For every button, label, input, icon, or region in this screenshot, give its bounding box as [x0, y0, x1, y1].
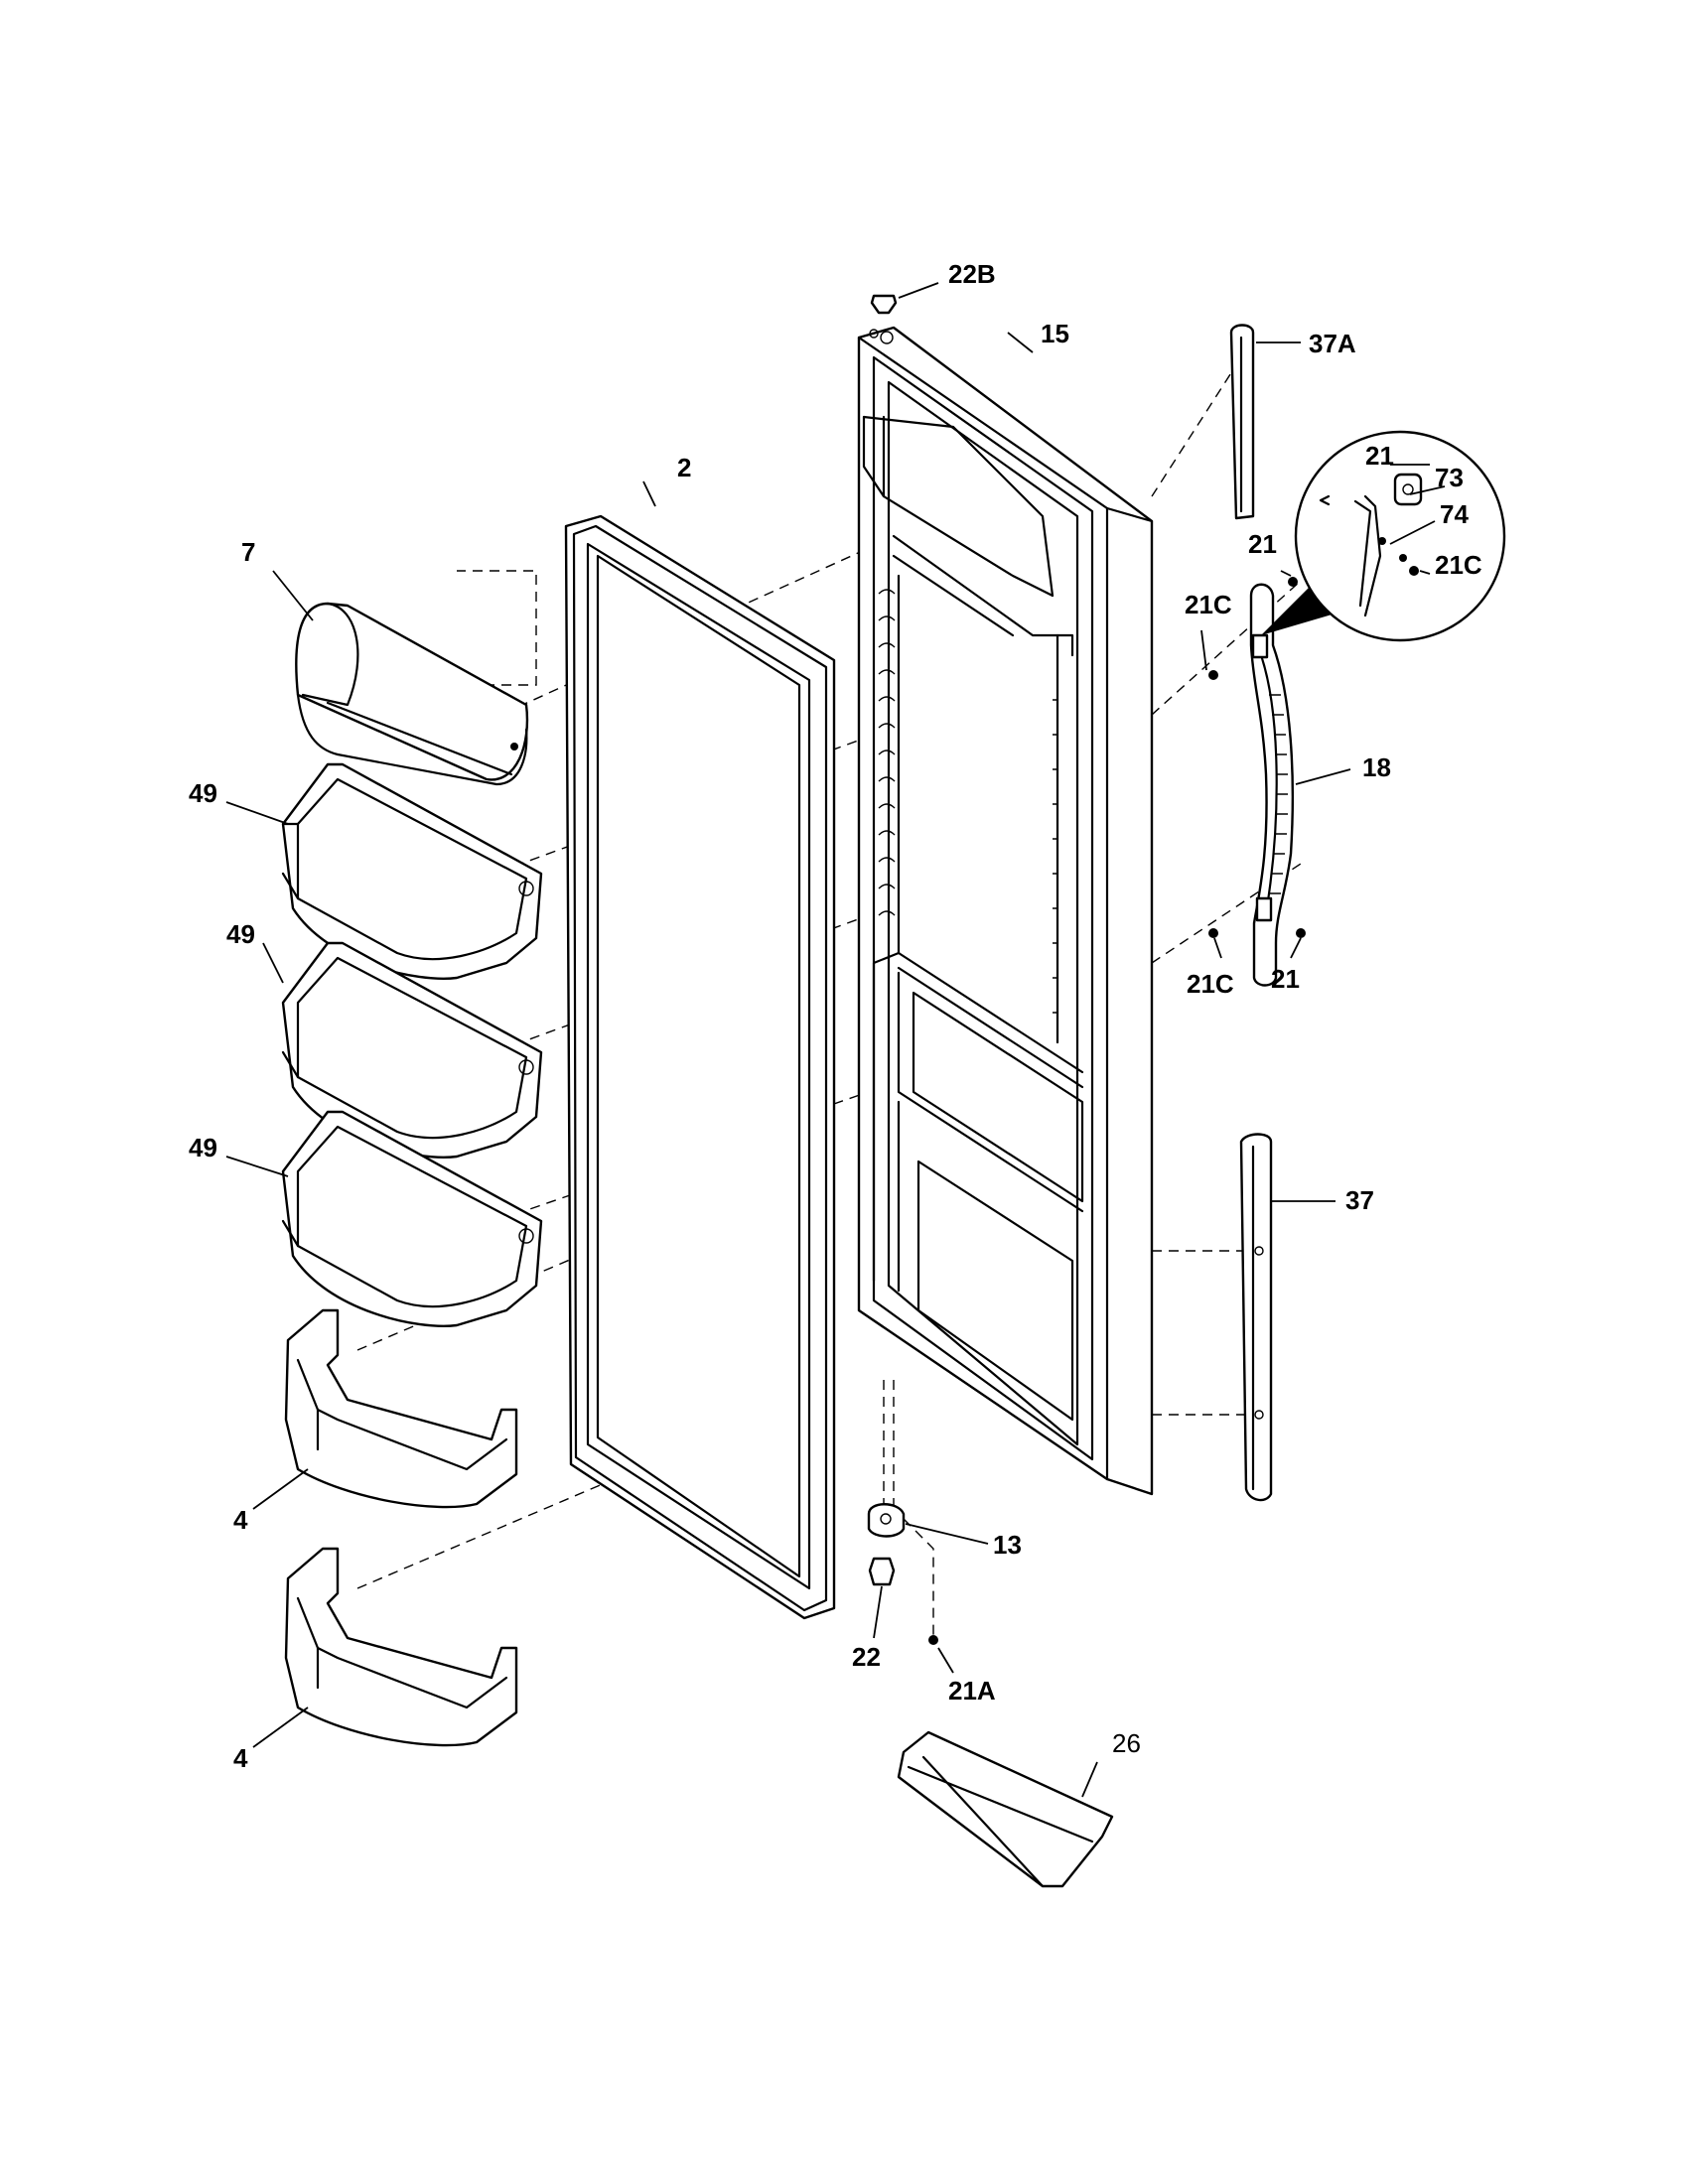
label-37a: 37A	[1309, 329, 1356, 358]
label-26: 26	[1112, 1728, 1141, 1758]
dairy-door-cover-7	[295, 602, 529, 786]
door-bin-49-bottom	[281, 1110, 543, 1327]
label-21c-lower: 21C	[1187, 969, 1234, 999]
bushing-22	[868, 1557, 896, 1586]
label-21c-upper: 21C	[1185, 590, 1232, 619]
upper-handle-trim-37a	[1229, 324, 1255, 520]
label-4-b: 4	[233, 1743, 248, 1773]
butter-tray-26	[897, 1730, 1114, 1888]
detail-inset-hinge	[1261, 430, 1506, 642]
label-21-lower: 21	[1271, 964, 1300, 994]
door-bin-4-lower	[284, 1547, 518, 1747]
label-49-b: 49	[226, 919, 255, 949]
part-callouts: 22B 15 37A 2 21 73 74 21C 21 21C 7 49 18…	[189, 259, 1482, 1773]
hinge-plate-13	[867, 1503, 906, 1538]
label-21a: 21A	[948, 1676, 996, 1706]
shelf-support-bumps	[878, 589, 1058, 1014]
label-18: 18	[1362, 752, 1391, 782]
label-22: 22	[852, 1642, 881, 1672]
door-bin-4-upper	[284, 1308, 518, 1509]
label-21-upper: 21	[1248, 529, 1277, 559]
label-49-a: 49	[189, 778, 217, 808]
lower-handle-trim-37	[1239, 1133, 1273, 1502]
door-gasket-2	[564, 514, 836, 1620]
door-handle-18	[1249, 583, 1295, 987]
label-15: 15	[1041, 319, 1069, 348]
label-74: 74	[1440, 499, 1469, 529]
screws	[928, 577, 1306, 1645]
label-2: 2	[677, 453, 691, 482]
label-22b: 22B	[948, 259, 996, 289]
label-21c-inset: 21C	[1435, 550, 1482, 580]
label-13: 13	[993, 1530, 1022, 1560]
label-73: 73	[1435, 463, 1464, 492]
label-21-inset: 21	[1365, 441, 1394, 471]
label-49-c: 49	[189, 1133, 217, 1162]
door-bin-49-top	[281, 762, 543, 980]
door-panel-15	[857, 326, 1154, 1496]
label-4-a: 4	[233, 1505, 248, 1535]
door-stop-22b	[870, 294, 898, 315]
handle-rib-marks	[1269, 694, 1288, 894]
leader-lines	[225, 282, 1446, 1798]
label-7: 7	[241, 537, 255, 567]
label-37: 37	[1345, 1185, 1374, 1215]
